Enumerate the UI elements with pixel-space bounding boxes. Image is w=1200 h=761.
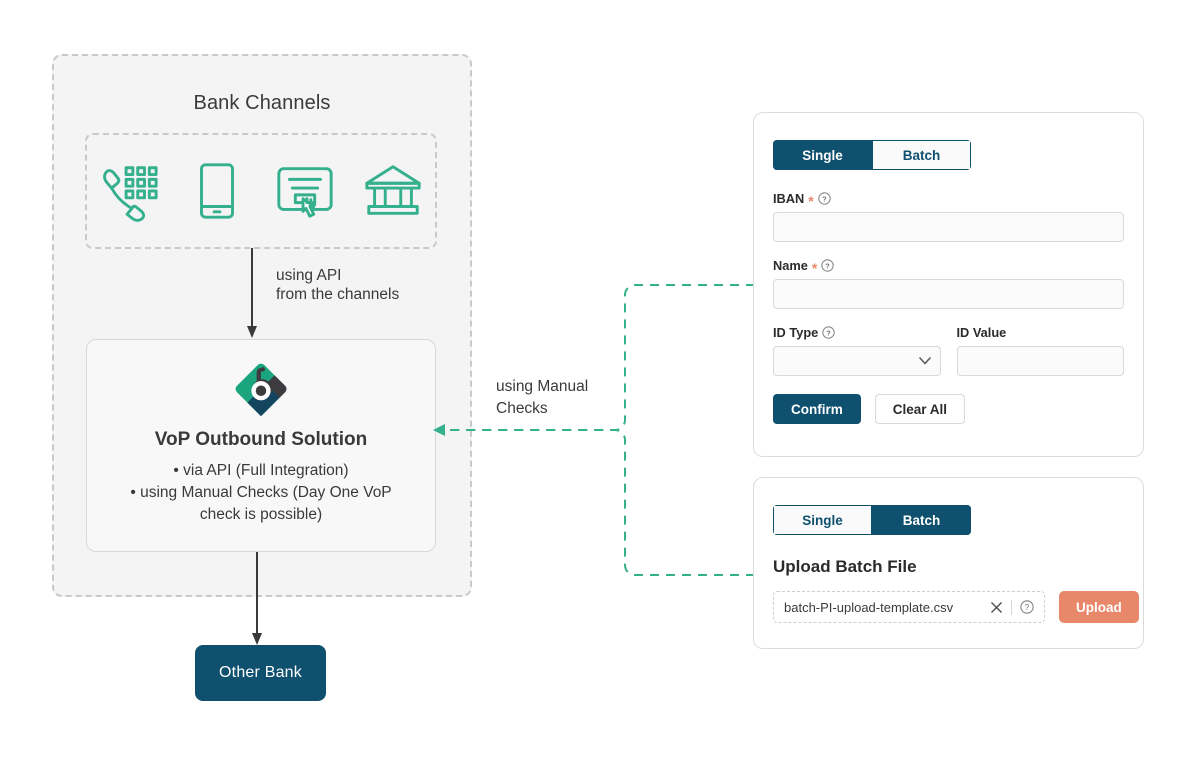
upload-batch-file-title: Upload Batch File bbox=[773, 557, 917, 576]
iban-input[interactable] bbox=[773, 212, 1124, 242]
manual-checks-label-line1: using Manual bbox=[496, 378, 589, 395]
svg-text:?: ? bbox=[822, 194, 827, 203]
id-type-select[interactable] bbox=[773, 346, 941, 376]
vop-solution-card: VoP Outbound Solution • via API (Full In… bbox=[86, 339, 436, 552]
single-form: IBAN * ? Name * ? bbox=[754, 170, 1143, 424]
vop-bullet-3: check is possible) bbox=[199, 506, 323, 523]
iban-help-icon[interactable]: ? bbox=[818, 192, 831, 205]
svg-text:?: ? bbox=[827, 328, 832, 337]
api-arrow-label-line2: from the channels bbox=[276, 286, 400, 303]
close-icon[interactable] bbox=[990, 601, 1003, 614]
vop-solution-title: VoP Outbound Solution bbox=[154, 429, 368, 450]
api-arrow-label-line1: using API bbox=[276, 267, 342, 284]
bank-channels-title: Bank Channels bbox=[193, 92, 331, 114]
single-panel-tabs: Single Batch bbox=[773, 140, 971, 170]
iban-label: IBAN bbox=[773, 191, 805, 206]
batch-upload-panel: Single Batch Upload Batch File batch-PI-… bbox=[753, 477, 1144, 649]
vop-solution-bullets: • via API (Full Integration) • using Man… bbox=[87, 460, 435, 526]
clear-all-button[interactable]: Clear All bbox=[874, 394, 966, 424]
file-drop-field[interactable]: batch-PI-upload-template.csv ? bbox=[773, 591, 1045, 623]
id-value-group: ID Value bbox=[956, 325, 1125, 376]
tab-single-batchpanel[interactable]: Single bbox=[773, 505, 872, 535]
tab-batch-batchpanel[interactable]: Batch bbox=[872, 505, 971, 535]
id-type-label: ID Type bbox=[773, 325, 819, 340]
mobile-phone-icon bbox=[200, 163, 234, 219]
name-label-row: Name * ? bbox=[773, 258, 1124, 276]
confirm-button[interactable]: Confirm bbox=[773, 394, 861, 424]
api-arrow-label: using API from the channels bbox=[276, 266, 399, 304]
api-flow-arrow bbox=[247, 248, 257, 338]
single-check-panel: Single Batch IBAN * ? Name * ? bbox=[753, 112, 1144, 457]
id-value-label: ID Value bbox=[956, 325, 1007, 340]
tab-batch[interactable]: Batch bbox=[872, 140, 971, 170]
id-fields-row: ID Type ? ID Valu bbox=[773, 325, 1124, 376]
vop-bullet-1: • via API (Full Integration) bbox=[173, 462, 349, 479]
other-bank-node: Other Bank bbox=[195, 645, 326, 701]
id-value-input[interactable] bbox=[956, 346, 1124, 376]
upload-button[interactable]: Upload bbox=[1059, 591, 1139, 623]
id-value-label-row: ID Value bbox=[957, 325, 1125, 340]
manual-checks-label: using Manual Checks bbox=[496, 376, 588, 420]
name-help-icon[interactable]: ? bbox=[821, 259, 835, 272]
id-type-label-row: ID Type ? bbox=[773, 325, 941, 340]
vop-logo-icon bbox=[235, 363, 287, 417]
upload-help-icon[interactable]: ? bbox=[1020, 600, 1034, 614]
web-form-click-icon bbox=[277, 167, 333, 218]
name-required-asterisk: * bbox=[811, 259, 818, 276]
name-input[interactable] bbox=[773, 279, 1124, 309]
name-label: Name bbox=[773, 258, 808, 273]
bank-building-icon bbox=[365, 165, 421, 215]
file-name-text: batch-PI-upload-template.csv bbox=[784, 599, 954, 615]
single-form-actions: Confirm Clear All bbox=[773, 394, 1124, 424]
upload-row: batch-PI-upload-template.csv ? Upload bbox=[773, 591, 1143, 623]
id-type-help-icon[interactable]: ? bbox=[822, 326, 835, 339]
svg-text:?: ? bbox=[826, 261, 831, 270]
svg-text:?: ? bbox=[1025, 603, 1030, 612]
other-bank-flow-arrow bbox=[252, 552, 262, 645]
id-type-group: ID Type ? bbox=[773, 325, 941, 376]
channel-icon-row bbox=[85, 133, 437, 249]
manual-checks-connector bbox=[433, 284, 755, 576]
batch-panel-tabs: Single Batch bbox=[773, 505, 971, 535]
manual-checks-label-line2: Checks bbox=[496, 400, 548, 417]
field-divider bbox=[1011, 599, 1012, 615]
tab-single[interactable]: Single bbox=[773, 140, 872, 170]
phone-keypad-icon bbox=[103, 166, 158, 222]
channel-icons-container bbox=[85, 133, 437, 249]
iban-required-asterisk: * bbox=[808, 192, 814, 209]
iban-label-row: IBAN * ? bbox=[773, 191, 1124, 209]
id-type-select-wrap bbox=[773, 346, 941, 376]
vop-bullet-2: • using Manual Checks (Day One VoP bbox=[130, 484, 392, 501]
